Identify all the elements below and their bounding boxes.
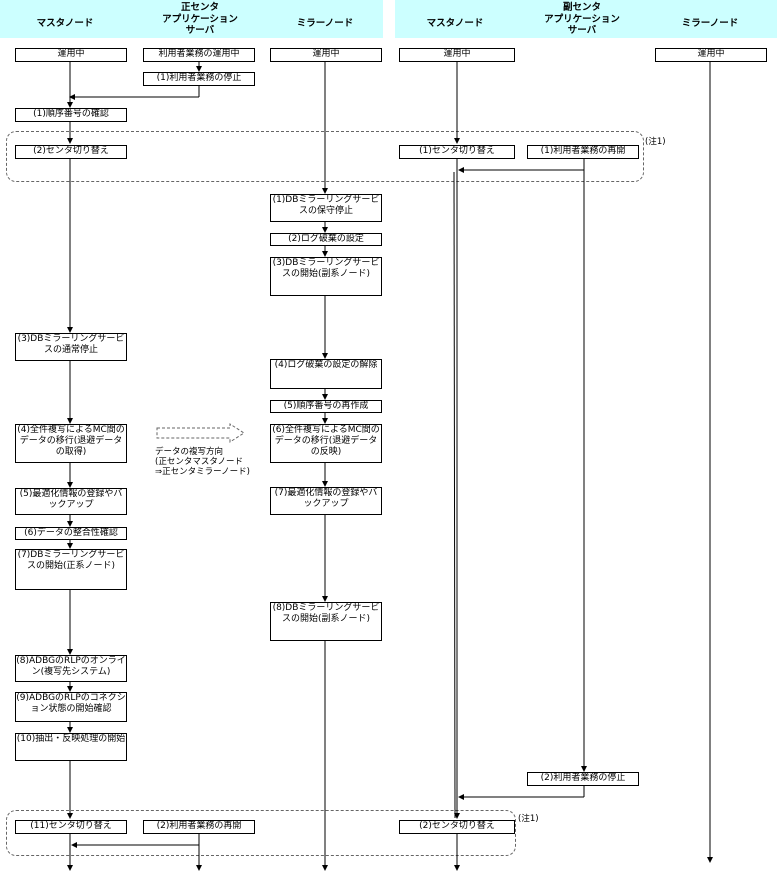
primary-master-normal-stop-box: (3)DBミラーリングサービスの通常停止 (15, 333, 127, 361)
primary-master-adbg-online-box: (8)ADBGのRLPのオンライン(複写先システム) (15, 655, 127, 682)
secondary-center-header (395, 0, 777, 38)
copy-direction-label-2: (正センタマスタノード (155, 457, 244, 467)
primary-master-switch2-box: (11)センタ切り替え (15, 820, 127, 834)
secondary-master-switch-box: (1)センタ切り替え (399, 145, 515, 159)
primary-master-consistency-box: (6)データの整合性確認 (15, 527, 127, 540)
secondary-mirror-running-box: 運用中 (655, 48, 767, 62)
primary-mirror-running-box: 運用中 (270, 48, 382, 62)
primary-center-header (0, 0, 383, 38)
primary-master-optimize-box: (5)最適化情報の登録やバックアップ (15, 488, 127, 515)
primary-center-title: 正センタ (180, 2, 219, 13)
primary-master-full-copy-box: (4)全件複写によるMC間のデータの移行(退避データの取得) (15, 424, 127, 463)
secondary-app-resume-box: (1)利用者業務の再開 (527, 145, 639, 159)
primary-mirror-seq-recreate-box: (5)順序番号の再作成 (270, 400, 382, 413)
primary-app-stop-box: (1)利用者業務の停止 (143, 72, 255, 86)
secondary-app-stop-box: (2)利用者業務の停止 (527, 772, 639, 786)
primary-master-start-primary-box: (7)DBミラーリングサービスの開始(正系ノード) (15, 549, 127, 590)
secondary-app-header-2: サーバ (567, 25, 597, 36)
primary-master-seq-check-box: (1)順序番号の確認 (15, 108, 127, 122)
note-1: (注1) (645, 137, 666, 147)
primary-mirror-full-copy-box: (6)全件複写によるMC間のデータの移行(退避データの反映) (270, 424, 382, 463)
primary-app-header-1: アプリケーション (162, 14, 238, 25)
secondary-master-running-box: 運用中 (399, 48, 515, 62)
primary-master-running-box: 運用中 (15, 48, 127, 62)
copy-direction-label-1: データの複写方向 (155, 447, 224, 457)
switch-group-2 (6, 810, 516, 856)
secondary-center-title: 副センタ (562, 2, 601, 13)
secondary-master-switch2-box: (2)センタ切り替え (399, 820, 515, 834)
primary-master-switch-box: (2)センタ切り替え (15, 145, 127, 159)
primary-master-header: マスタノード (36, 18, 94, 29)
primary-mirror-header: ミラーノード (296, 18, 354, 29)
primary-master-extract-box: (10)抽出・反映処理の開始 (15, 733, 127, 761)
secondary-app-header-1: アプリケーション (544, 14, 620, 25)
primary-master-adbg-conn-box: (9)ADBGのRLPのコネクション状態の開始確認 (15, 692, 127, 722)
note-2: (注1) (518, 814, 539, 824)
primary-mirror-log-release-box: (4)ログ破棄の設定の解除 (270, 359, 382, 389)
primary-mirror-log-discard-box: (2)ログ破棄の設定 (270, 233, 382, 246)
primary-mirror-start-sub-box: (3)DBミラーリングサービスの開始(副系ノード) (270, 257, 382, 296)
secondary-master-header: マスタノード (426, 18, 484, 29)
primary-mirror-maint-stop-box: (1)DBミラーリングサービスの保守停止 (270, 194, 382, 222)
primary-mirror-optimize-box: (7)最適化情報の登録やバックアップ (270, 487, 382, 515)
primary-app-header-2: サーバ (185, 25, 215, 36)
secondary-mirror-header: ミラーノード (681, 18, 739, 29)
primary-mirror-start-sub2-box: (8)DBミラーリングサービスの開始(副系ノード) (270, 602, 382, 641)
primary-app-resume2-box: (2)利用者業務の再開 (143, 820, 255, 834)
copy-direction-label-3: ⇒正センタミラーノード) (155, 467, 250, 477)
primary-app-running-box: 利用者業務の運用中 (143, 48, 255, 62)
